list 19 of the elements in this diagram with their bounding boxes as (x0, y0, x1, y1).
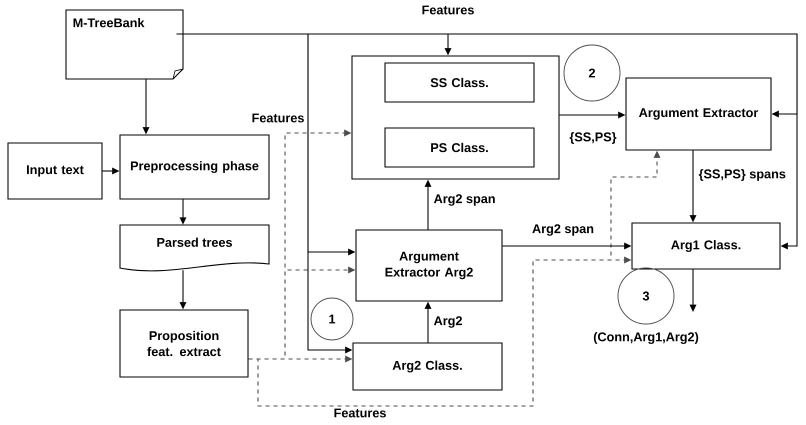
edge-label: Arg2 (432, 314, 464, 330)
process-box: Argument Extractor Arg2 (355, 229, 503, 302)
output-text: (Conn,Arg1,Arg2) (594, 332, 698, 344)
edge-label: Arg2 span (530, 222, 596, 238)
process-box: PS Class. (384, 127, 535, 168)
process-box: Preprocessing phase (119, 134, 270, 200)
edge-label: Features (250, 112, 306, 124)
process-box: Proposition feat. extract (119, 309, 249, 378)
edge-label: Features (420, 4, 476, 16)
process-box: SS Class. (384, 62, 535, 103)
process-box: Input text (7, 142, 103, 200)
edge-label: Features (332, 407, 388, 419)
process-box: Arg1 Class. (631, 222, 781, 270)
process-box: Argument Extractor (625, 77, 772, 151)
document-box: Parsed trees (119, 224, 270, 272)
edge-label: Arg2 span (432, 192, 497, 208)
edge-label: {SS,PS} (568, 130, 618, 146)
process-box: Arg2 Class. (352, 342, 503, 391)
edge-label: {SS,PS} spans (697, 168, 788, 182)
